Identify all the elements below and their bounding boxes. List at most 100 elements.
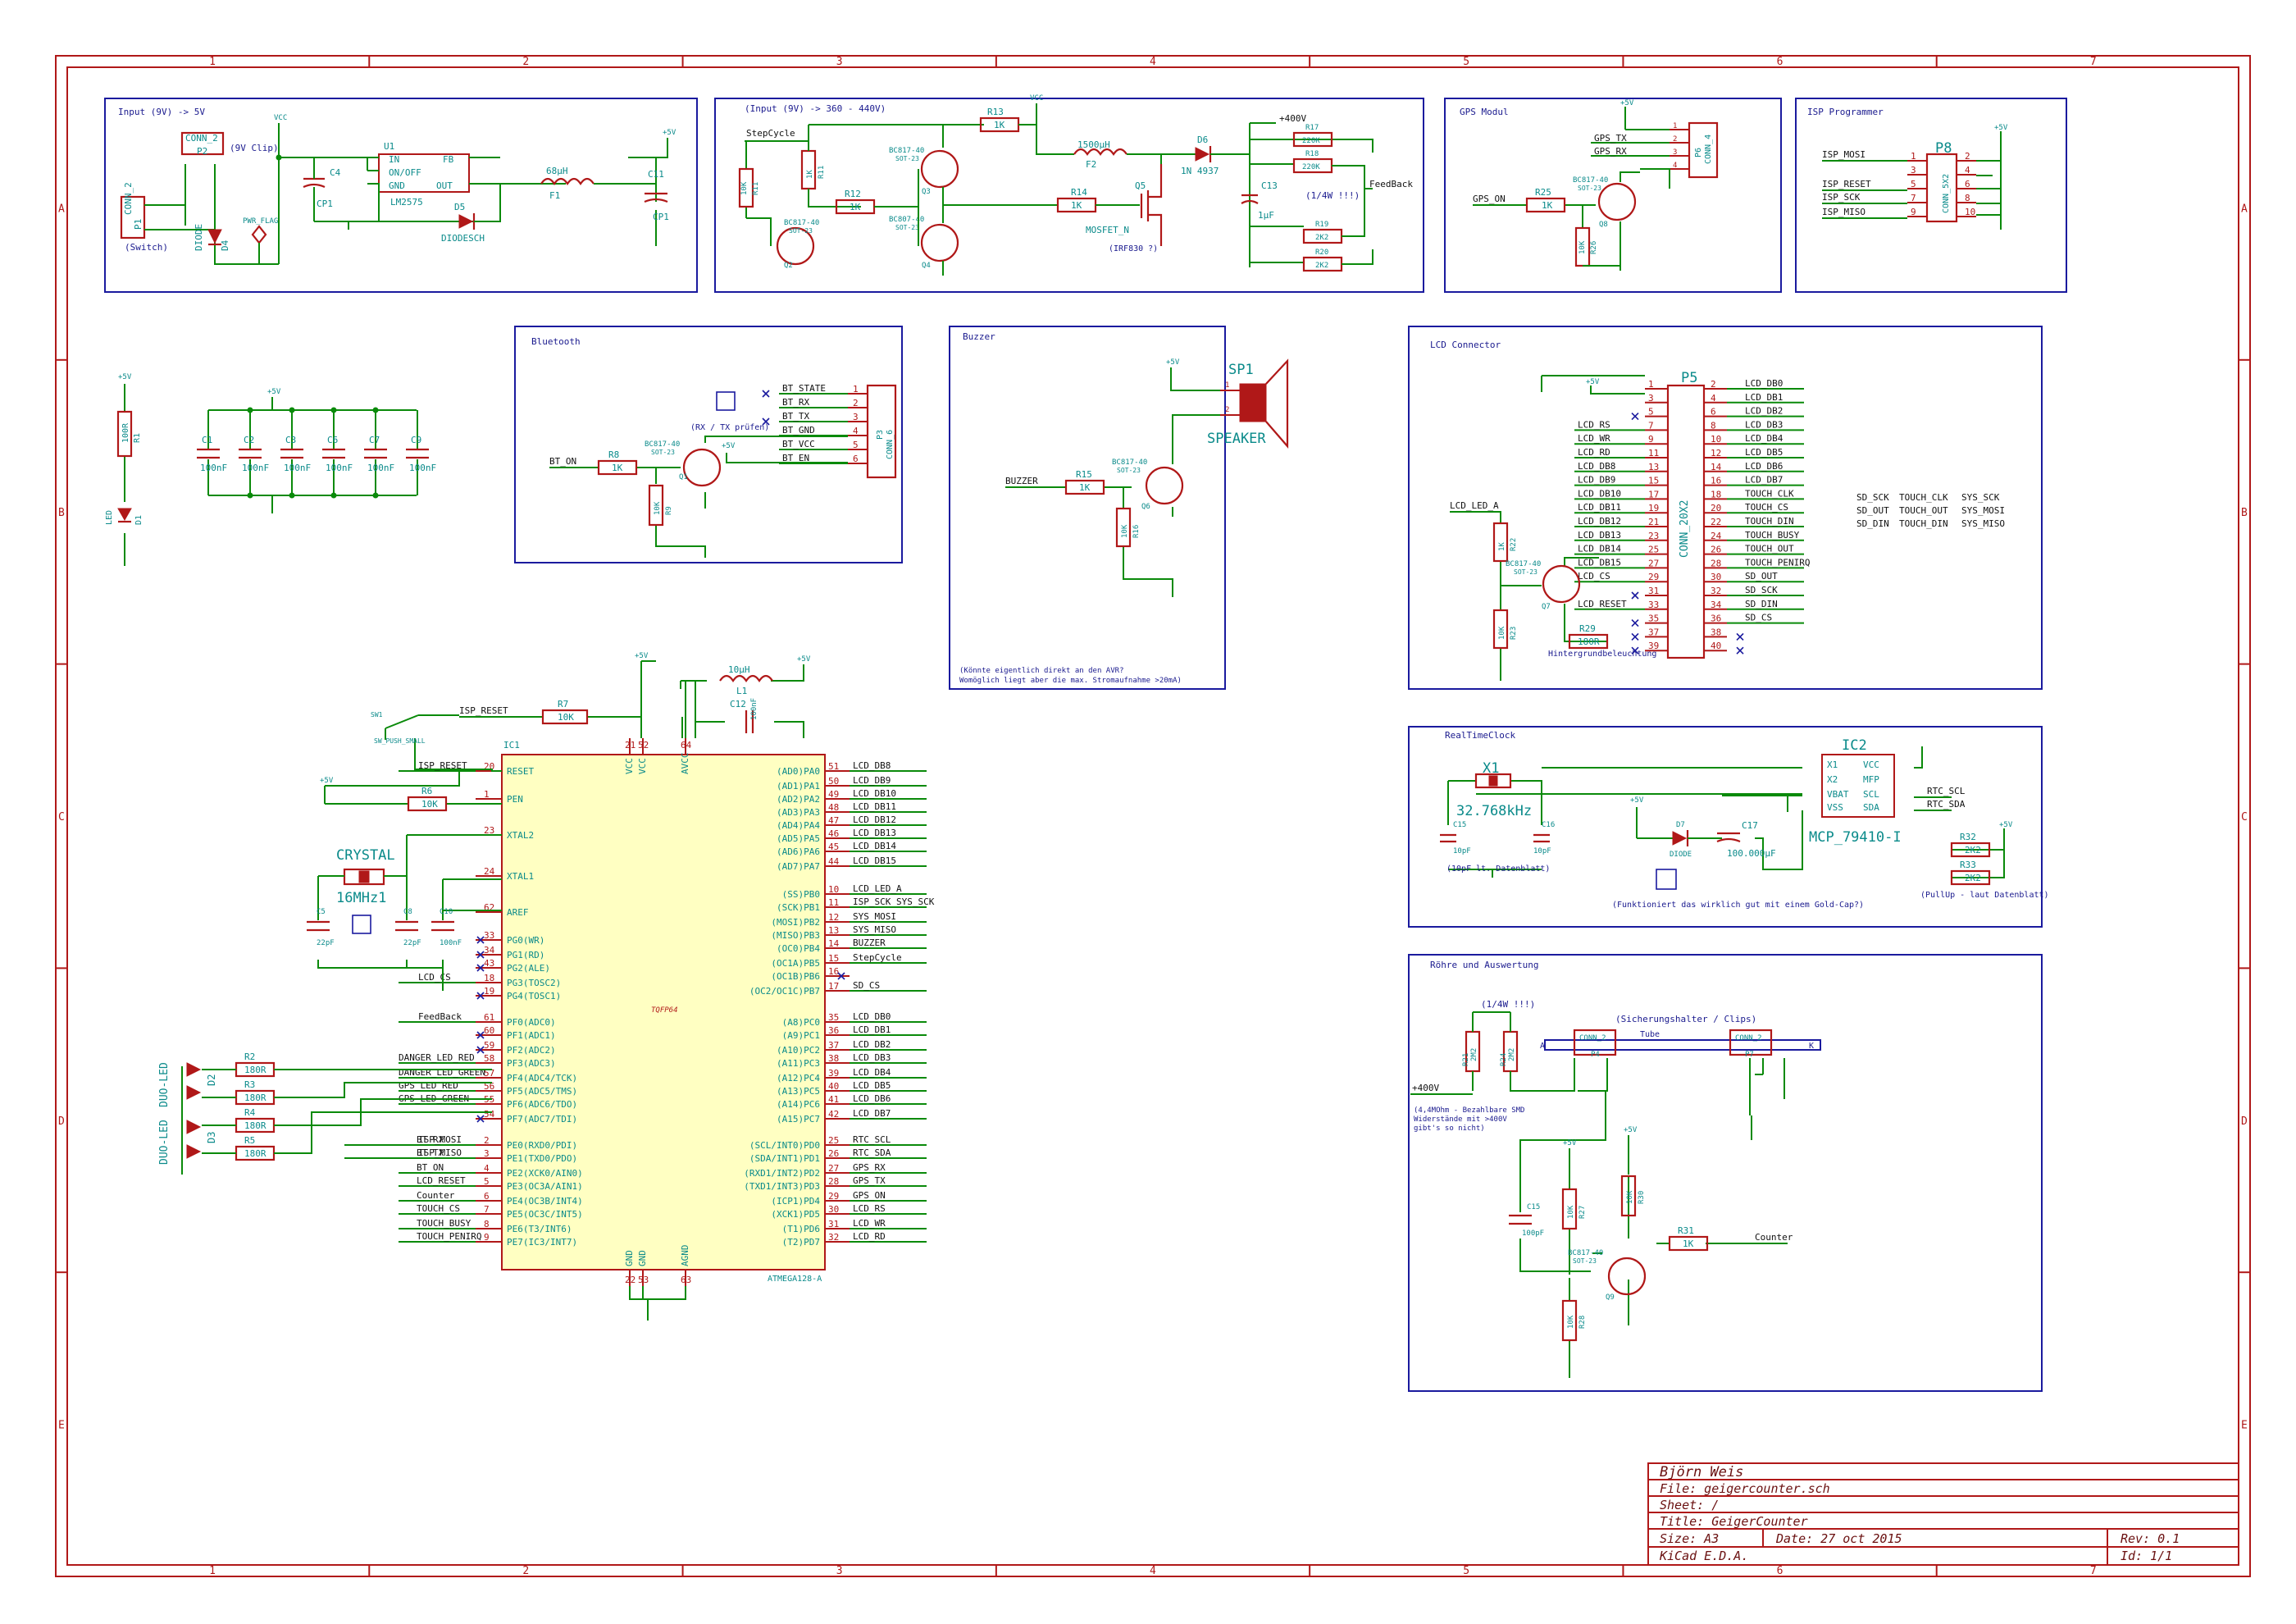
mcu-pin-label: PE5(OC3C/INT5) <box>507 1209 583 1220</box>
frame-col-label: 6 <box>1777 1565 1784 1577</box>
lcd-net-left: LCD_DB11 <box>1578 502 1621 513</box>
feedback-net: FeedBack <box>1369 179 1413 189</box>
lcd-net-right: LCD_DB2 <box>1745 406 1783 417</box>
block-title: Buzzer <box>963 331 995 342</box>
mcu-pin-num: 64 <box>681 740 692 750</box>
q6-val: BC817-40 <box>1112 458 1147 467</box>
lcd-net-left: LCD_DB14 <box>1578 544 1621 554</box>
mcu-pin-num: 63 <box>681 1275 691 1285</box>
mcu-net-right: ISP_SCK SYS_SCK <box>853 896 935 907</box>
p5v-label: +5V <box>663 129 676 137</box>
lcd-pin-num: 24 <box>1711 531 1722 541</box>
r18-val: 220K <box>1302 163 1320 171</box>
r9-val: 10K <box>654 501 662 515</box>
r4-val: 180R <box>244 1120 266 1131</box>
block-title: Röhre und Auswertung <box>1430 960 1538 970</box>
mcu-pin-label: AREF <box>507 907 529 918</box>
decap-val: 100nF <box>409 463 436 473</box>
ic2-ref: IC2 <box>1842 737 1867 754</box>
sp1-val: SPEAKER <box>1207 431 1266 447</box>
mcu-pin-num: 28 <box>828 1176 839 1187</box>
c8-val: 22pF <box>403 939 421 947</box>
r29-val: 180R <box>1578 636 1600 647</box>
r11-ref: R11 <box>818 166 826 179</box>
mcu-pin-label: PG2(ALE) <box>507 963 550 974</box>
r15-ref: R15 <box>1076 469 1092 480</box>
mcu-net-right: StepCycle <box>853 952 902 963</box>
mcu-pin-num: 1 <box>484 789 490 800</box>
r2-ref: R2 <box>244 1051 255 1062</box>
frame-row-label: E <box>2241 1420 2248 1432</box>
mcu-pin-label: (AD7)PA7 <box>777 861 820 872</box>
r4-ref: R4 <box>244 1107 256 1118</box>
lcd-pin-num: 37 <box>1648 627 1659 637</box>
mcu-net-right: LCD_DB2 <box>853 1039 891 1050</box>
r21-ref: R21 <box>1462 1053 1470 1066</box>
q1-val: BC817-40 <box>645 440 680 449</box>
lcd-pin-num: 2 <box>1711 379 1716 390</box>
mcu-net-right: LCD_DB4 <box>853 1067 891 1078</box>
lcd-pin-num: 36 <box>1711 614 1721 624</box>
ic1-pkg: TQFP64 <box>651 1006 678 1015</box>
tube-note1: (4,4MOhm - Bezahlbare SMD <box>1414 1106 1524 1115</box>
isp-pin-num: 3 <box>1911 165 1916 176</box>
c11-value: CP1 <box>653 212 669 222</box>
mcu-pin-num: 11 <box>828 897 839 908</box>
lcd-pin-num: 5 <box>1648 407 1654 417</box>
lcd-pin-num: 18 <box>1711 489 1721 500</box>
lcd-pin-num: 30 <box>1711 572 1721 582</box>
mcu-pin-label: (A9)PC1 <box>782 1030 820 1041</box>
mcu-net-left: TOUCH_BUSY <box>417 1218 472 1229</box>
lcd-pin-num: 9 <box>1648 434 1654 445</box>
title-block: Björn Weis File: geigercounter.sch Sheet… <box>1647 1462 2239 1566</box>
lcd-pin-num: 11 <box>1648 448 1659 458</box>
d4-value: DIODE <box>194 224 204 251</box>
r11-val: 1K <box>806 170 814 179</box>
mcu-pin-label: PF2(ADC2) <box>507 1045 556 1056</box>
mcu-net-left: BT_RX <box>417 1134 444 1145</box>
ic2-x1: X1 <box>1827 760 1838 770</box>
clip-note: (9V Clip) <box>230 143 279 153</box>
tb-author: Björn Weis <box>1660 1464 1743 1480</box>
lcd-net-left: LCD_DB8 <box>1578 461 1615 472</box>
c12-val: 100nF <box>750 698 758 720</box>
mcu-pin-num: 33 <box>484 930 494 941</box>
mcu-pin-label: (RXD1/INT2)PD2 <box>744 1168 820 1179</box>
r13-val: 1K <box>994 120 1005 130</box>
lcd-net-left: LCD_WR <box>1578 433 1610 444</box>
frame-row-label: A <box>2241 203 2248 215</box>
p8-ref: P8 <box>1935 140 1952 157</box>
mcu-pin-num: 60 <box>484 1025 494 1036</box>
r33-ref: R33 <box>1960 860 1976 870</box>
mcu-net-left: TOUCH_CS <box>417 1203 460 1214</box>
mcu-pin-num: 34 <box>484 945 495 956</box>
mcu-pin-num: 35 <box>828 1012 839 1023</box>
tb-title: Title: GeigerCounter <box>1660 1514 1808 1529</box>
r12-val: 1K <box>850 202 861 212</box>
mcu-net-right: SYS_MISO <box>853 924 896 935</box>
c8-ref: C8 <box>403 908 412 916</box>
ic2-mfp: MFP <box>1863 774 1879 785</box>
mcu-net-right: RTC_SDA <box>853 1147 891 1158</box>
u1-value: LM2575 <box>390 197 423 208</box>
mcu-pin-num: 27 <box>828 1163 839 1174</box>
r3-ref: R3 <box>244 1079 255 1090</box>
d5-value: DIODESCH <box>441 233 485 244</box>
crystal-val: 16MHz1 <box>336 890 386 906</box>
p8-val: CONN_5X2 <box>1942 174 1951 213</box>
x1-ref: X1 <box>1483 760 1499 777</box>
r8-ref: R8 <box>608 449 619 460</box>
mcu-pin-label: PF5(ADC5/TMS) <box>507 1086 577 1097</box>
q5-ref: Q5 <box>1135 180 1146 191</box>
q9-pkg: SOT-23 <box>1573 1257 1597 1265</box>
mcu-pin-label: (XCK1)PD5 <box>771 1209 820 1220</box>
mcu-pin-label: (A15)PC7 <box>777 1114 820 1124</box>
tube-note2: Widerstände mit >400V <box>1414 1115 1507 1124</box>
decoupling-caps: +5V C1100nFC2100nFC3100nFC6100nFC7100nFC… <box>197 388 436 513</box>
p5v-caps: +5V <box>267 388 281 396</box>
mosfet-note: (IRF830 ?) <box>1109 244 1158 253</box>
r8-val: 1K <box>612 463 623 473</box>
u1-onoff: ON/OFF <box>389 167 421 178</box>
lcd-map-entry: TOUCH_DIN <box>1899 518 1948 529</box>
mcu-net-right: GPS_TX <box>853 1175 886 1186</box>
